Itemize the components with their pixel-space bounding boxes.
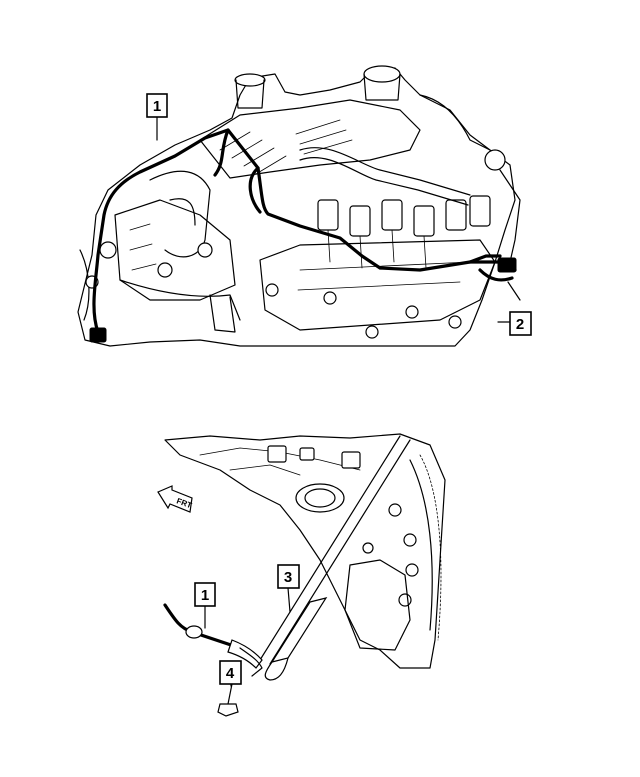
svg-text:1: 1 [201,587,209,604]
callout-1-bottom: 1 [194,582,216,607]
callout-1-top: 1 [146,93,168,118]
callout-2-top: 2 [509,311,532,336]
engine-top-view [77,65,521,347]
svg-text:4: 4 [226,665,235,682]
svg-text:1: 1 [153,98,161,115]
ignition-coils [317,195,491,269]
wiring-harness-bottom [163,603,242,650]
callout-3-bottom: 3 [277,564,300,589]
svg-text:3: 3 [284,569,292,586]
wiring-harness-top [92,128,517,334]
front-direction-arrow-icon: FRT [157,485,193,513]
engine-bottom-view: FRT [157,433,446,717]
callout-4-bottom: 4 [219,660,242,685]
svg-text:2: 2 [516,316,524,333]
